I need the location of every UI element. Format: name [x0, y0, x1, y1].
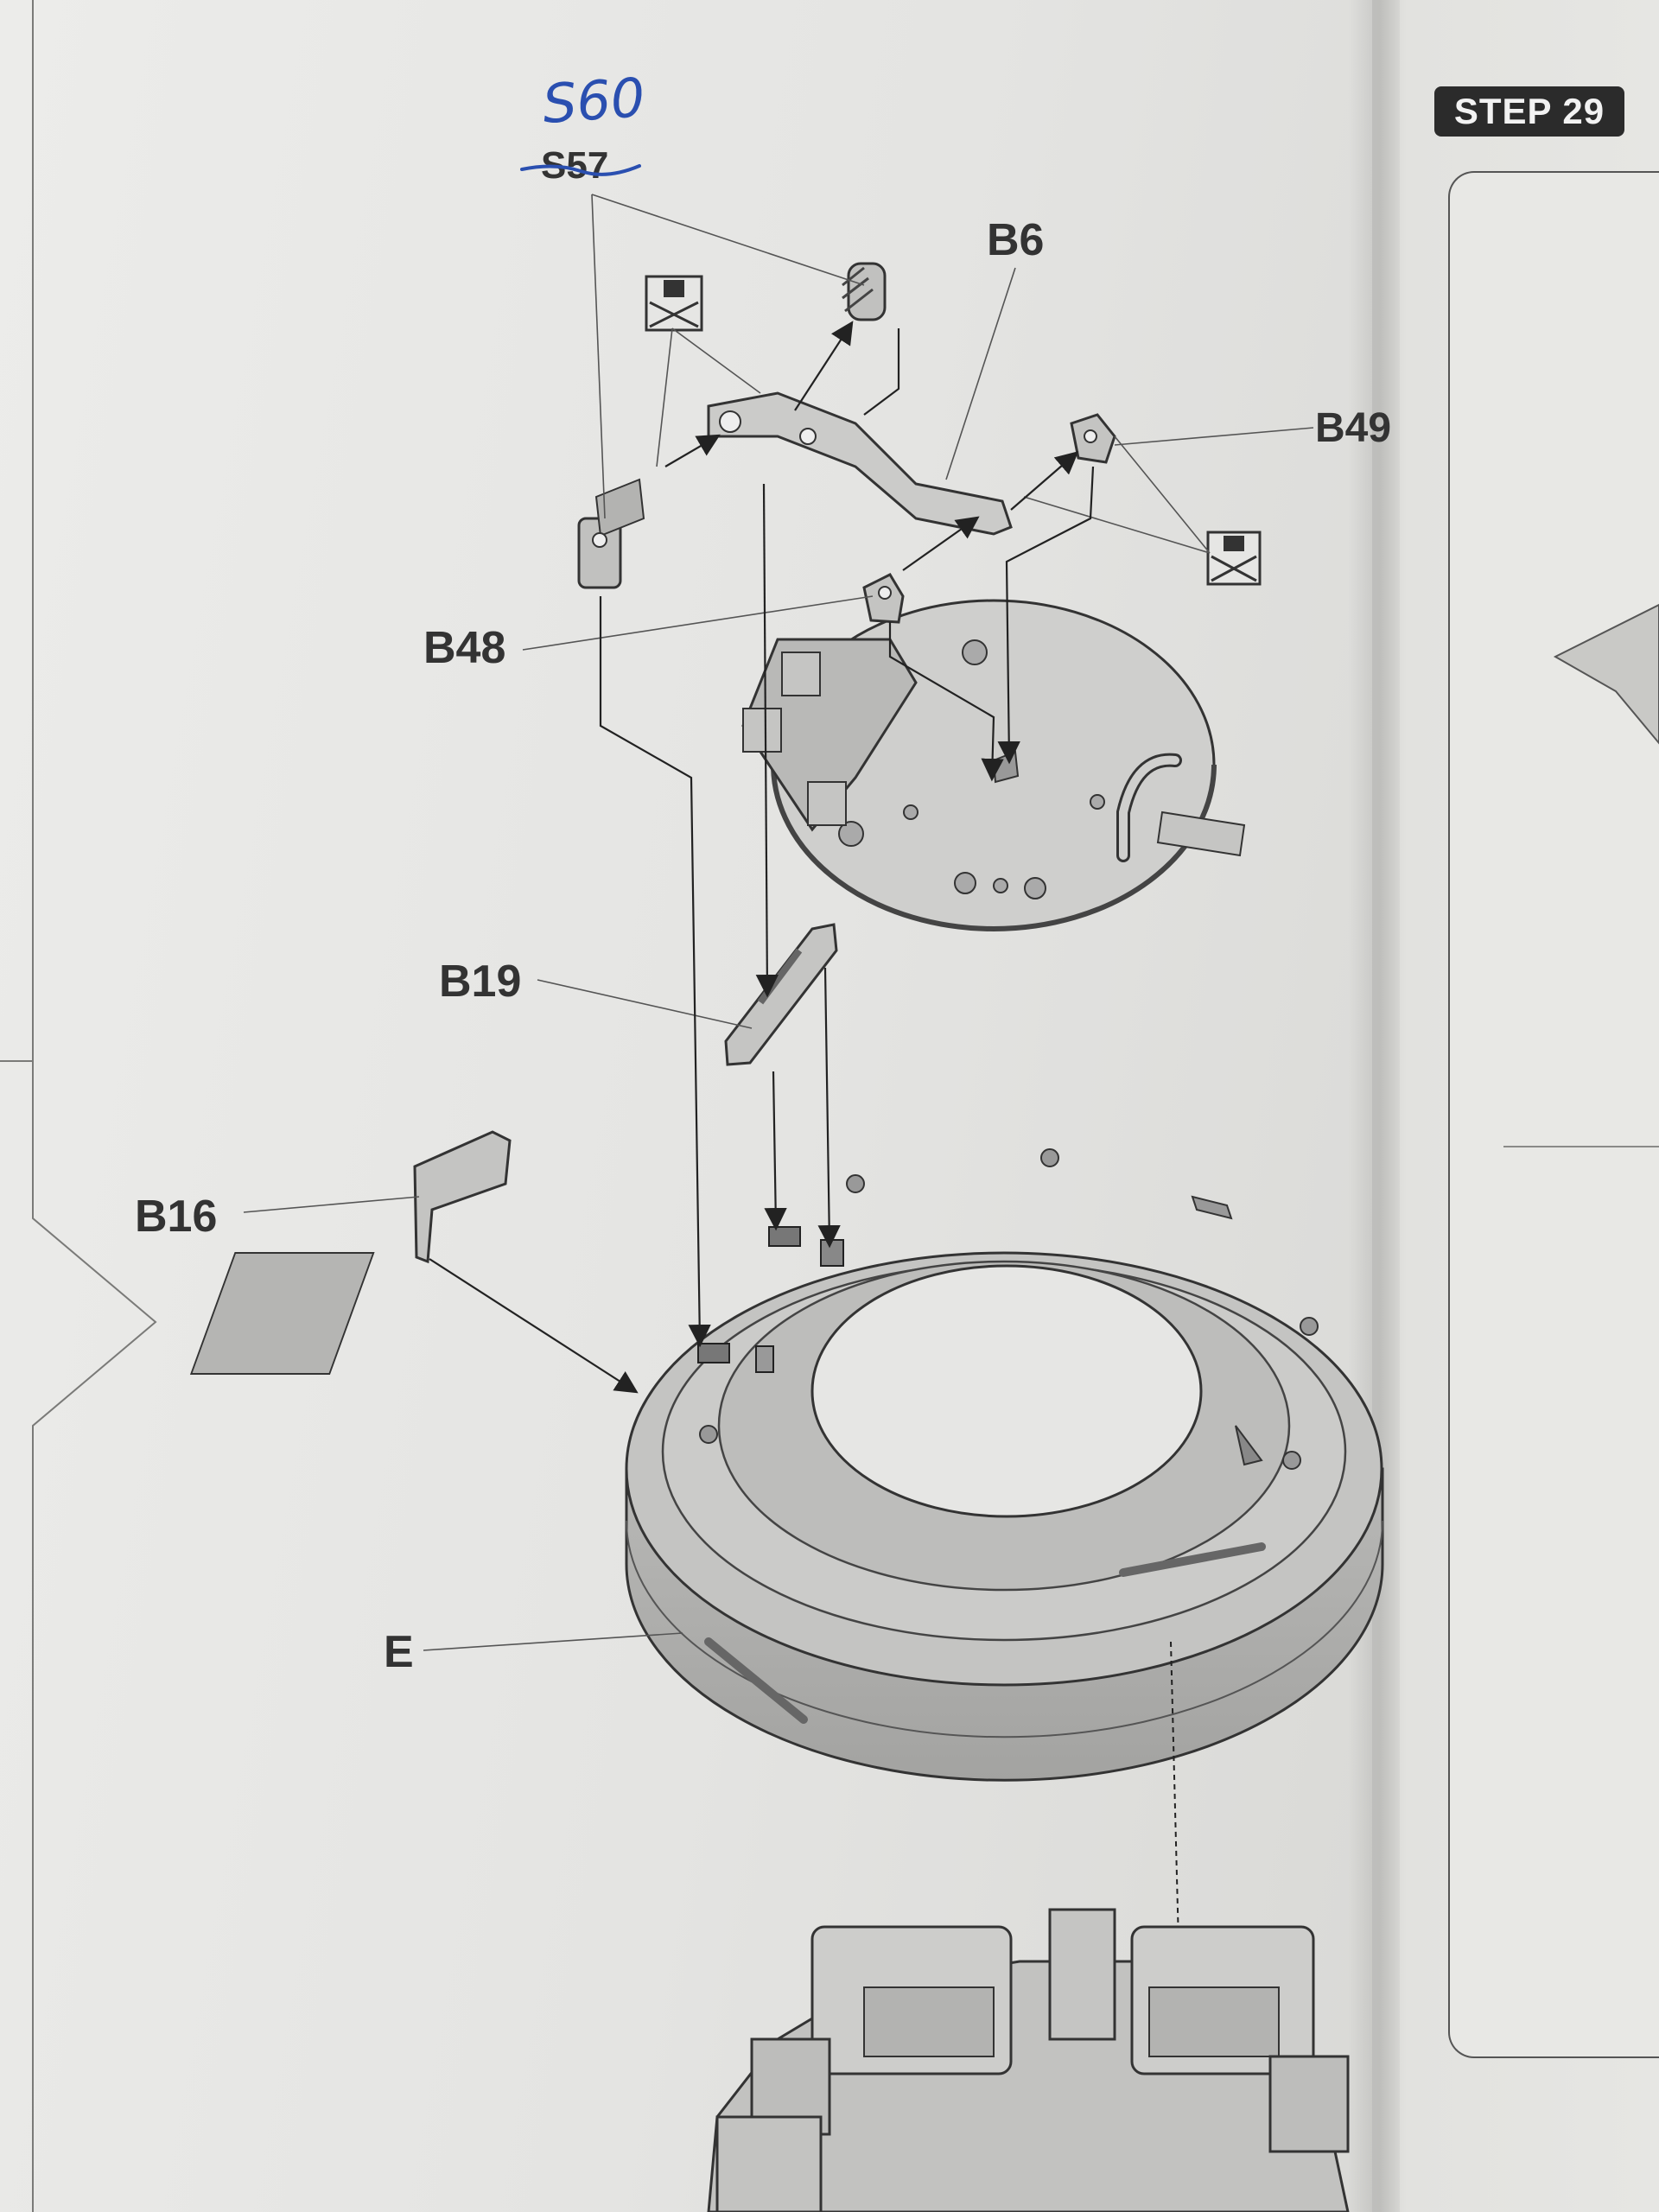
lower-assembly	[707, 1908, 1350, 2212]
divider-line	[1503, 1146, 1659, 1147]
leader-lines	[243, 194, 1314, 1651]
label-b6: B6	[987, 215, 1045, 265]
book-spine	[1348, 0, 1400, 2212]
assembly-arrows	[429, 321, 1095, 1394]
part-b49	[1070, 413, 1116, 464]
hatch-plate	[741, 599, 1246, 931]
part-b6-lever	[707, 391, 1013, 536]
right-page-part	[1553, 603, 1659, 745]
page-notch-line	[32, 0, 157, 2212]
part-b19	[724, 923, 838, 1066]
part-s60-pin-lower	[577, 478, 645, 589]
step-badge: STEP 29	[1434, 86, 1624, 137]
label-b16: B16	[135, 1192, 218, 1242]
handwritten-strike	[520, 164, 641, 176]
next-step-panel	[1448, 171, 1659, 2058]
handwritten-part-number: S60	[540, 65, 647, 137]
do-not-glue-icon	[1206, 531, 1262, 586]
label-e: E	[384, 1627, 414, 1677]
part-b16	[413, 1130, 512, 1264]
part-s60-pin-upper	[842, 262, 887, 321]
turret-ring-e	[189, 1148, 1384, 2212]
label-b49: B49	[1315, 405, 1392, 451]
do-not-glue-icon	[645, 275, 703, 332]
part-b48	[862, 573, 905, 624]
label-b48: B48	[423, 623, 506, 673]
label-b19: B19	[439, 957, 522, 1007]
